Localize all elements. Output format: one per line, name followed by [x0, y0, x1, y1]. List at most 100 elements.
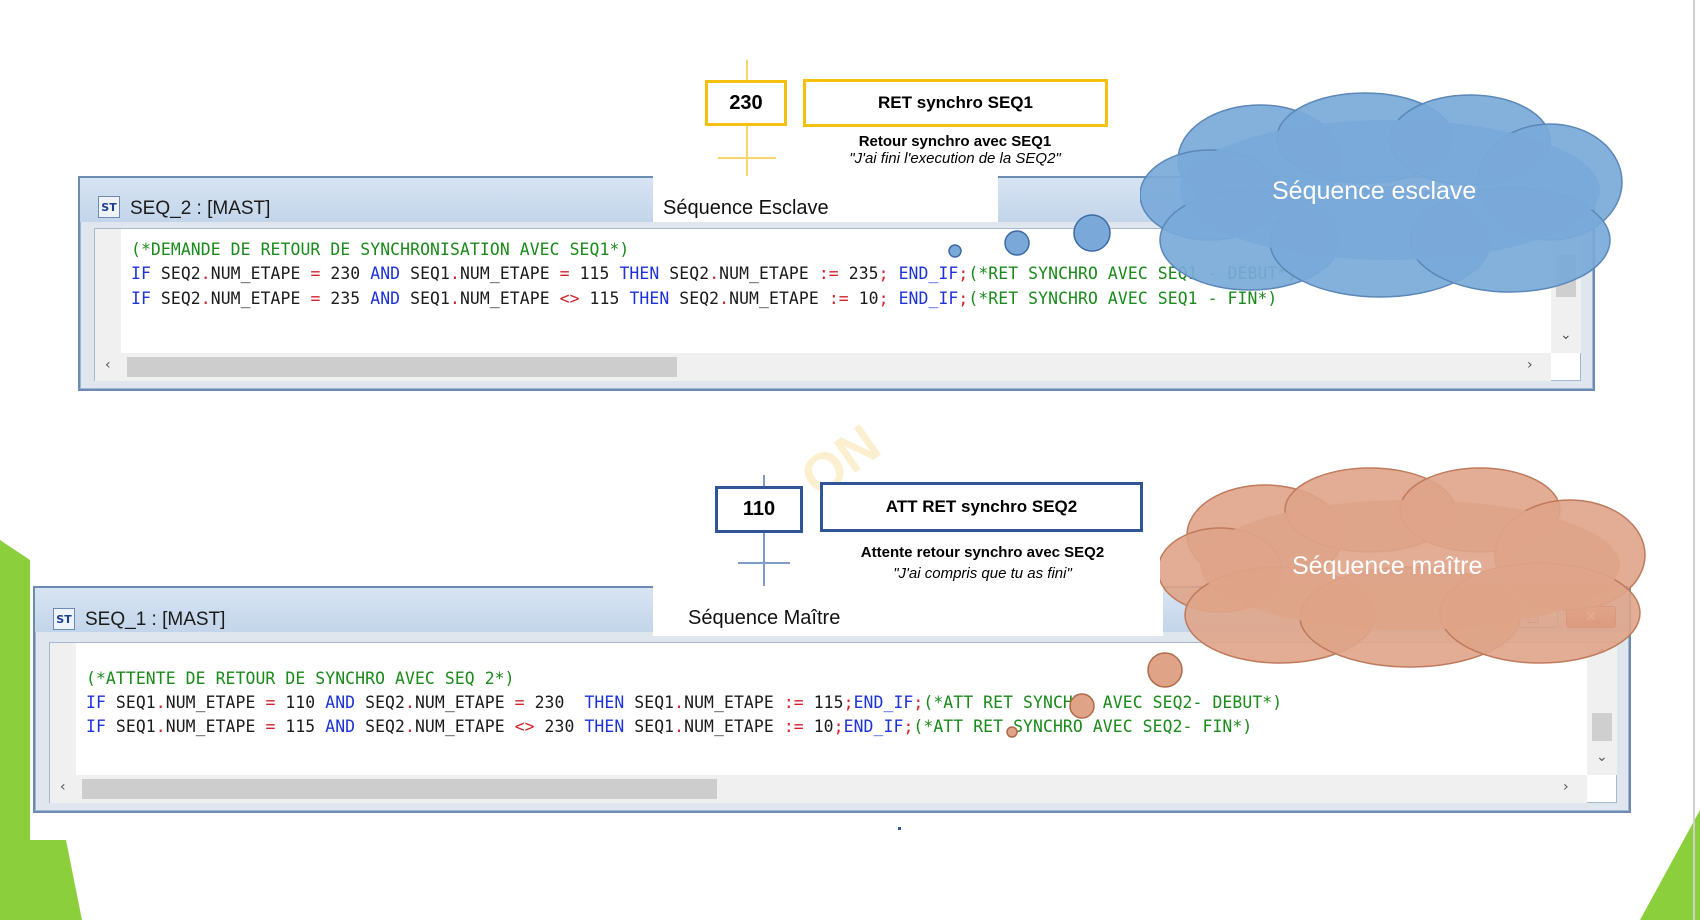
code-token: ; [958, 264, 969, 283]
scroll-down-icon[interactable]: ⌄ [1560, 327, 1572, 343]
horizontal-scrollbar[interactable]: ‹ › [50, 775, 1587, 803]
code-token [889, 264, 899, 283]
slave-step-action: RET synchro SEQ1 [803, 79, 1108, 127]
master-step-transition [738, 562, 790, 564]
code-line-3[interactable]: IF SEQ2.NUM_ETAPE = 235 AND SEQ1.NUM_ETA… [131, 289, 1277, 308]
code-token: . [674, 693, 685, 712]
code-token: 110 [275, 693, 326, 712]
code-token: ; [903, 717, 914, 736]
code-line-3[interactable]: IF SEQ1.NUM_ETAPE = 115 AND SEQ2.NUM_ETA… [86, 717, 1252, 736]
accent-right-triangle [1640, 810, 1700, 920]
code-token: (*ATT RET SYNCHRO AVEC SEQ2- DEBUT*) [923, 693, 1283, 712]
master-code-editor[interactable]: (*ATTENTE DE RETOUR DE SYNCHRO AVEC SEQ … [49, 642, 1617, 803]
slave-label-backdrop [653, 176, 998, 222]
code-token: 10 [848, 289, 879, 308]
code-token: 230 [534, 717, 585, 736]
horizontal-scrollbar[interactable]: ‹ › [95, 353, 1551, 381]
scroll-down-icon[interactable]: ⌄ [1596, 749, 1608, 765]
master-sequence-label: Séquence Maître [688, 607, 841, 629]
code-token: = [310, 289, 321, 308]
code-token: = [310, 264, 321, 283]
code-token: IF [86, 693, 106, 712]
code-token: ; [833, 717, 844, 736]
vertical-scroll-thumb[interactable] [1592, 713, 1612, 741]
code-token: . [155, 693, 166, 712]
bubble-small [948, 244, 962, 258]
code-token: NUM_ETAPE [684, 693, 784, 712]
code-token: SEQ1 [624, 693, 675, 712]
code-token: . [405, 693, 415, 712]
code-token: (*ATTENTE DE RETOUR DE SYNCHRO AVEC SEQ … [86, 669, 515, 688]
scroll-right-icon[interactable]: › [1563, 779, 1569, 795]
slave-step-quote: "J'ai fini l'execution de la SEQ2" [849, 150, 1061, 167]
master-step-description: Attente retour synchro avec SEQ2 [860, 544, 1105, 561]
code-token: <> [559, 289, 580, 308]
st-icon: ST [53, 608, 75, 630]
code-token: SEQ1 [105, 717, 156, 736]
code-token: 115 [569, 264, 620, 283]
code-token: ; [878, 264, 889, 283]
code-token: 115 [579, 289, 630, 308]
code-token: = [265, 693, 276, 712]
code-token: 115 [275, 717, 326, 736]
slave-step-description: Retour synchro avec SEQ1 [858, 133, 1052, 150]
vertical-scrollbar[interactable]: ⌃ ⌄ [1587, 643, 1617, 775]
code-token: (*DEMANDE DE RETOUR DE SYNCHRONISATION A… [131, 240, 630, 259]
code-token: . [200, 264, 211, 283]
code-token: 115 [803, 693, 844, 712]
code-token: SEQ1 [105, 693, 156, 712]
code-token: SEQ1 [400, 289, 450, 308]
code-token: IF [131, 289, 151, 308]
code-token: . [450, 289, 460, 308]
scroll-right-icon[interactable]: › [1527, 357, 1533, 373]
code-token: 235 [320, 289, 371, 308]
code-token: NUM_ETAPE [414, 717, 515, 736]
code-token: NUM_ETAPE [729, 289, 829, 308]
code-token: NUM_ETAPE [459, 264, 560, 283]
scroll-left-icon[interactable]: ‹ [105, 357, 111, 373]
code-token: 230 [524, 693, 585, 712]
code-token: ; [843, 693, 854, 712]
code-token: IF [131, 264, 151, 283]
scroll-left-icon[interactable]: ‹ [60, 779, 66, 795]
code-token: = [265, 717, 276, 736]
code-line-2[interactable]: IF SEQ1.NUM_ETAPE = 110 AND SEQ2.NUM_ETA… [86, 693, 1282, 712]
master-window-title: SEQ_1 : [MAST] [85, 609, 226, 630]
code-token: . [709, 264, 720, 283]
bubble-medium [1069, 693, 1095, 719]
master-cloud-label: Séquence maître [1292, 552, 1483, 580]
code-line-1[interactable]: (*DEMANDE DE RETOUR DE SYNCHRONISATION A… [131, 240, 629, 259]
code-token: NUM_ETAPE [165, 693, 266, 712]
code-token: AND [325, 717, 356, 736]
code-token: NUM_ETAPE [210, 289, 311, 308]
master-label-backdrop [653, 586, 1163, 636]
horizontal-scroll-thumb[interactable] [127, 357, 677, 377]
master-cloud [1160, 467, 1646, 668]
scroll-up-icon[interactable]: ⌃ [1596, 647, 1608, 663]
code-token: END_IF [898, 289, 959, 308]
st-icon: ST [98, 196, 120, 218]
code-token: 230 [320, 264, 371, 283]
code-token: ; [878, 289, 889, 308]
code-token: := [783, 693, 804, 712]
slave-step-number: 230 [705, 80, 787, 126]
code-token: = [559, 264, 570, 283]
code-token: NUM_ETAPE [459, 289, 560, 308]
slave-window-title: SEQ_2 : [MAST] [130, 198, 271, 219]
code-line-1[interactable]: (*ATTENTE DE RETOUR DE SYNCHRO AVEC SEQ … [86, 669, 515, 688]
master-step-action: ATT RET synchro SEQ2 [820, 482, 1143, 532]
accent-left-bar [0, 540, 30, 920]
code-token: (*RET SYNCHRO AVEC SEQ1 - FIN*) [968, 289, 1278, 308]
code-token: ; [913, 693, 924, 712]
horizontal-scroll-thumb[interactable] [82, 779, 717, 799]
code-token: . [155, 717, 166, 736]
code-token [889, 289, 899, 308]
code-line-2[interactable]: IF SEQ2.NUM_ETAPE = 230 AND SEQ1.NUM_ETA… [131, 264, 1297, 283]
code-token: SEQ1 [400, 264, 450, 283]
slide-dot [898, 827, 901, 830]
master-thought-bubbles [1006, 652, 1183, 738]
right-edge-line [1693, 0, 1695, 920]
code-token: NUM_ETAPE [414, 693, 515, 712]
code-token: IF [86, 717, 106, 736]
code-token: SEQ2 [150, 264, 201, 283]
